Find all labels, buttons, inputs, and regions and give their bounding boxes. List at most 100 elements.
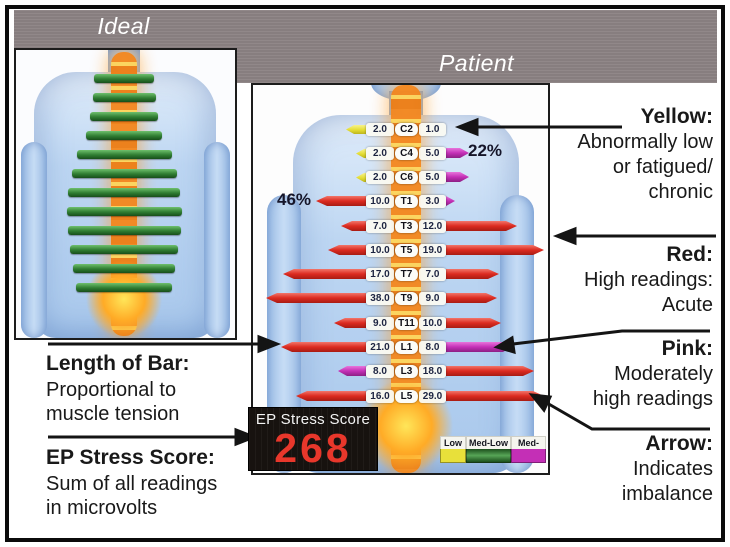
ideal-left-arm — [21, 142, 47, 338]
T3-left-bar — [341, 221, 366, 231]
note-line: Sum of all readings — [46, 473, 218, 495]
T3-right-bar — [446, 221, 517, 231]
legend-line: high readings — [592, 388, 713, 410]
T7-vertebra-label: T7 — [395, 268, 418, 281]
T9-right-value: 9.0 — [419, 292, 446, 305]
ideal-green-bar — [90, 112, 158, 121]
legend-line: Indicates — [632, 458, 713, 480]
L5-left-value: 16.0 — [366, 390, 394, 403]
L3-right-value: 18.0 — [419, 365, 446, 378]
legend-yellow-title: Yellow: — [640, 105, 713, 128]
T5-right-value: 19.0 — [419, 244, 446, 257]
L3-vertebra-label: L3 — [395, 365, 418, 378]
T11-left-bar — [334, 318, 366, 328]
ideal-green-bar — [76, 150, 172, 159]
ideal-green-bar — [94, 74, 154, 83]
ideal-scan-panel — [14, 48, 237, 340]
ep-stress-score-display: EP Stress Score 268 — [248, 407, 378, 471]
L5-right-bar — [446, 391, 544, 401]
C2-left-value: 2.0 — [366, 123, 394, 136]
left-imbalance-percent: 46% — [277, 190, 312, 209]
C2-vertebra-label: C2 — [395, 123, 418, 136]
T1-left-value: 10.0 — [366, 195, 394, 208]
ideal-green-bar — [92, 93, 156, 102]
T1-left-bar — [316, 196, 366, 206]
T3-right-value: 12.0 — [419, 220, 446, 233]
note-ep-score-title: EP Stress Score: — [46, 446, 215, 469]
scale-swatch — [466, 449, 511, 463]
L3-left-value: 8.0 — [366, 365, 394, 378]
L3-left-bar — [338, 366, 366, 376]
legend-line: imbalance — [621, 483, 713, 505]
note-line: in microvolts — [46, 497, 158, 519]
T5-left-value: 10.0 — [366, 244, 394, 257]
T9-right-bar — [446, 293, 497, 303]
scale-swatch — [511, 449, 546, 463]
L5-right-value: 29.0 — [419, 390, 446, 403]
legend-line: or fatigued/ — [612, 156, 713, 178]
T5-vertebra-label: T5 — [395, 244, 418, 257]
L1-left-value: 21.0 — [366, 341, 394, 354]
C6-right-value: 5.0 — [419, 171, 446, 184]
scale-item-low: Low — [440, 436, 466, 463]
C6-left-bar — [356, 173, 366, 182]
T7-left-value: 17.0 — [366, 268, 394, 281]
T1-right-value: 3.0 — [419, 195, 446, 208]
C2-left-bar — [346, 125, 366, 134]
ideal-sacrum — [86, 260, 162, 338]
ideal-green-bar — [66, 207, 182, 216]
ideal-green-bar — [86, 131, 162, 140]
legend-red-lines: High readings:Acute — [483, 268, 713, 318]
T9-vertebra-label: T9 — [395, 292, 418, 305]
scale-swatch — [440, 449, 466, 463]
ideal-green-bar — [73, 264, 175, 273]
ideal-panel-title: Ideal — [97, 13, 150, 39]
C4-vertebra-label: C4 — [395, 147, 418, 160]
red-callout-arrowhead — [552, 226, 577, 246]
T1-right-bar — [446, 196, 455, 206]
ideal-green-bar — [67, 226, 181, 235]
T11-vertebra-label: T11 — [395, 317, 418, 330]
L1-vertebra-label: L1 — [395, 341, 418, 354]
T7-left-bar — [283, 269, 366, 279]
L5-left-bar — [296, 391, 366, 401]
T11-right-bar — [446, 318, 501, 328]
scale-item-med-low: Med-Low — [466, 436, 511, 463]
legend-line: Acute — [661, 294, 713, 316]
ep-score-value: 268 — [274, 425, 352, 471]
L5-vertebra-label: L5 — [395, 390, 418, 403]
L1-right-bar — [446, 342, 512, 352]
right-imbalance-percent: 22% — [468, 141, 503, 160]
ideal-green-bar — [76, 283, 172, 292]
note-length-of-bar-title: Length of Bar: — [46, 352, 190, 375]
C6-right-bar — [446, 172, 469, 182]
T7-right-bar — [446, 269, 499, 279]
legend-line: Abnormally low — [577, 131, 713, 153]
C6-left-value: 2.0 — [366, 171, 394, 184]
T11-right-value: 10.0 — [419, 317, 446, 330]
L1-left-bar — [281, 342, 366, 352]
T11-left-value: 9.0 — [366, 317, 394, 330]
T9-left-bar — [266, 293, 366, 303]
C6-vertebra-label: C6 — [395, 171, 418, 184]
C2-right-value: 1.0 — [419, 123, 446, 136]
T3-vertebra-label: T3 — [395, 220, 418, 233]
ideal-right-arm — [204, 142, 230, 338]
legend-pink-title: Pink: — [661, 337, 713, 360]
ideal-green-bar — [71, 169, 177, 178]
scale-label: Med- — [511, 436, 546, 449]
T5-left-bar — [328, 245, 366, 255]
patient-panel-title: Patient — [438, 50, 515, 76]
T9-left-value: 38.0 — [366, 292, 394, 305]
ideal-green-bar — [68, 188, 180, 197]
